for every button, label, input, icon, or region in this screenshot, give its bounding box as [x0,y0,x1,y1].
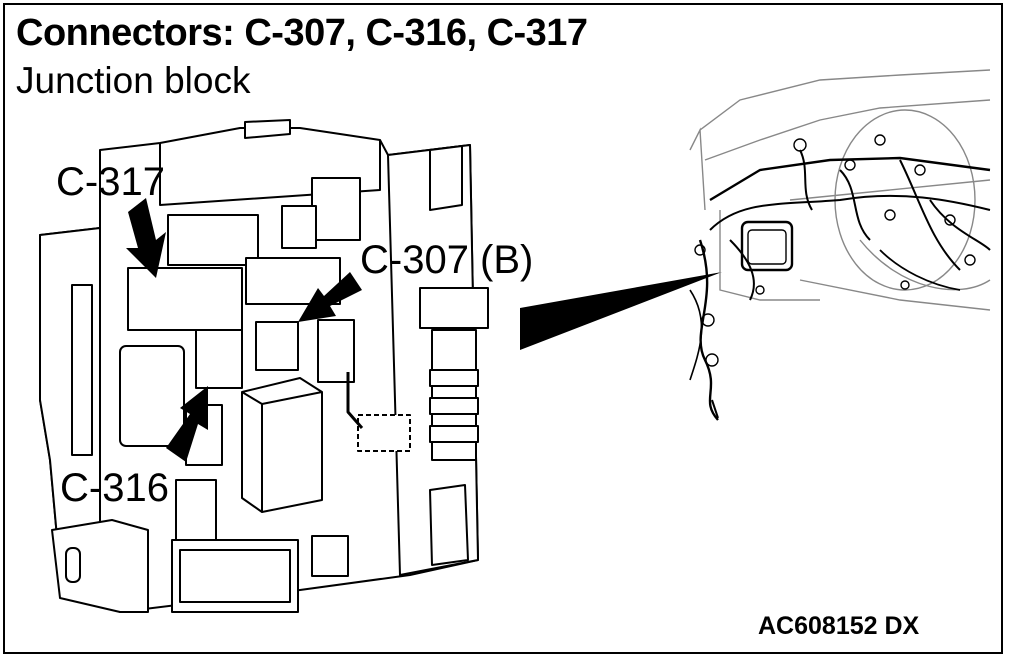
arrow-c317 [126,198,166,278]
arrow-c316 [166,386,208,462]
figure-code: AC608152 DX [758,612,920,640]
connector-side-block [419,287,489,329]
label-c317: C-317 [56,160,165,204]
connector-c317-body [127,267,243,331]
diagram-subtitle: Junction block [16,60,251,101]
diagram-title: Connectors: C-307, C-316, C-317 [16,12,588,54]
arrow-c307 [298,272,362,322]
connector-c316-body [195,329,243,389]
bottom-connector [171,539,299,613]
pointer-wedge [520,272,722,350]
connector-c307-body [255,321,299,371]
label-c316: C-316 [60,466,169,510]
label-c307: C-307 (B) [360,238,534,282]
vehicle-harness-view [689,69,991,421]
